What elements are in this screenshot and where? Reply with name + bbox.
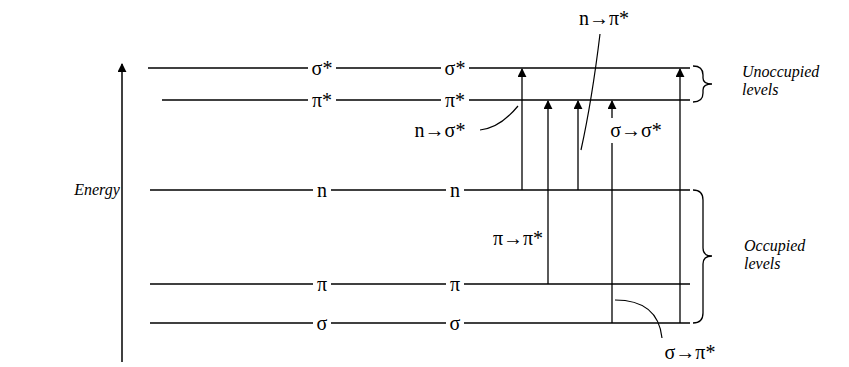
transition-label: n→π* [575, 6, 633, 31]
level-label: π* [441, 88, 469, 113]
axis-label: Energy [70, 180, 124, 200]
level-label: σ* [441, 56, 470, 81]
group-label: Occupied levels [740, 236, 828, 275]
level-label: π* [308, 88, 336, 113]
transition-arrows [522, 69, 680, 323]
transition-label: σ→π* [661, 340, 720, 365]
energy-axis [121, 64, 123, 362]
level-label: σ* [308, 56, 337, 81]
level-label: n [446, 178, 464, 203]
energy-levels [148, 68, 690, 323]
level-label: n [313, 178, 331, 203]
level-label: π [313, 272, 331, 297]
transition-label: n→σ* [411, 118, 470, 143]
level-label: σ [446, 311, 465, 336]
brackets [693, 66, 712, 323]
level-label: π [446, 272, 464, 297]
leader-lines [480, 34, 662, 338]
group-label: Unoccupied levels [738, 62, 832, 101]
transition-label: π→π* [489, 226, 547, 251]
level-label: σ [313, 311, 332, 336]
transition-label: σ→σ* [606, 118, 666, 143]
